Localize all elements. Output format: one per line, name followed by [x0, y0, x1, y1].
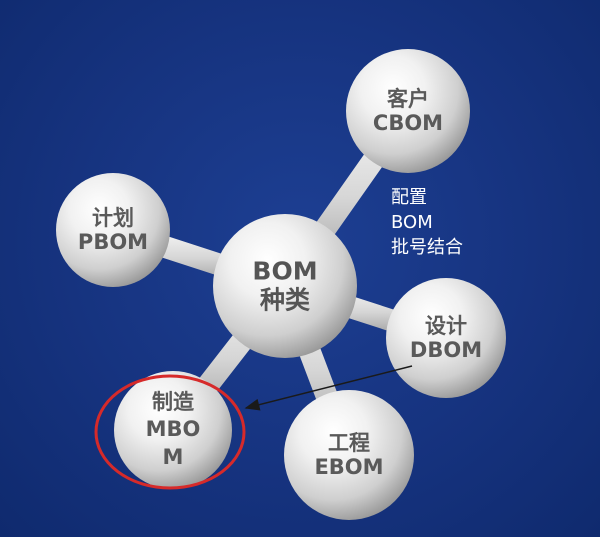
sphere-pbom: [56, 173, 170, 287]
annotation-line3: 批号结合: [391, 236, 463, 258]
center-label-line1: BOM: [252, 256, 318, 286]
ebom-label-line2: EBOM: [314, 455, 384, 479]
dbom-label-line1: 设计: [425, 313, 467, 338]
config-annotation: 配置 BOM 批号结合: [391, 186, 463, 260]
pbom-label-line2: PBOM: [77, 230, 149, 254]
sphere-dbom: [386, 278, 506, 398]
center-label-line2: 种类: [259, 285, 310, 314]
node-label-pbom: 计划 PBOM: [78, 206, 148, 254]
ebom-label-line1: 工程: [327, 430, 370, 455]
sphere-center: [213, 214, 357, 358]
mbom-label-line2: MBO: [145, 417, 201, 442]
annotation-line2: BOM: [391, 211, 433, 233]
node-label-cbom: 客户 CBOM: [373, 87, 443, 135]
cbom-label-line1: 客户: [386, 86, 429, 111]
pbom-label-line1: 计划: [92, 205, 134, 230]
sphere-mbom: [114, 371, 232, 489]
center-node-label: BOM 种类: [252, 256, 318, 315]
node-label-ebom: 工程 EBOM: [314, 431, 383, 479]
sphere-ebom: [284, 390, 414, 520]
arrow-dbom-to-mbom: [244, 365, 413, 411]
node-label-mbom: 制造 MBO M: [146, 389, 201, 471]
dbom-label-line2: DBOM: [409, 338, 483, 362]
mbom-label-line1: 制造: [151, 390, 194, 415]
sphere-cbom: [346, 49, 470, 173]
mbom-label-line3: M: [162, 444, 184, 469]
annotation-line1: 配置: [391, 187, 427, 208]
node-label-dbom: 设计 DBOM: [410, 314, 482, 362]
highlight-ring: [94, 374, 246, 490]
cbom-label-line2: CBOM: [372, 111, 444, 135]
